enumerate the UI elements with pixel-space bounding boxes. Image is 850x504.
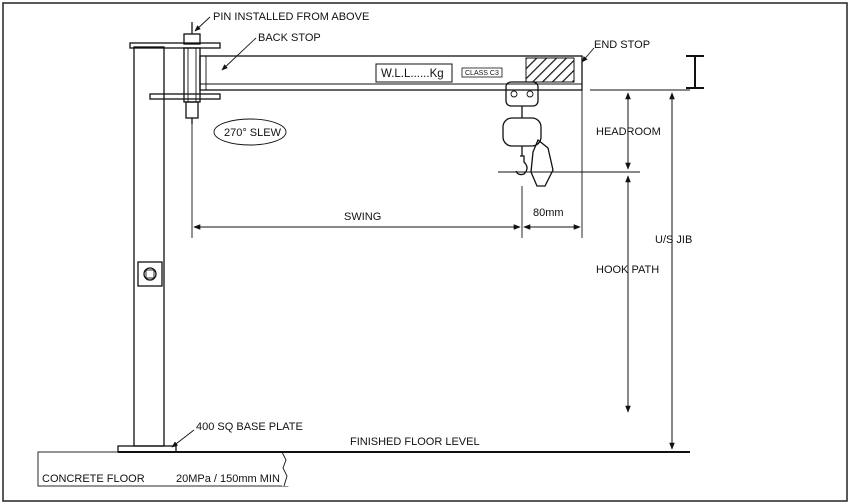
hoist-trolley xyxy=(502,81,554,187)
i-beam-section-icon xyxy=(686,55,704,89)
class-label: CLASS C3 xyxy=(465,70,499,77)
concrete-label: CONCRETE FLOOR xyxy=(42,473,145,485)
end-stop-leader xyxy=(581,47,595,63)
floor-level-label: FINISHED FLOOR LEVEL xyxy=(350,436,480,448)
slew-label: 270° SLEW xyxy=(224,127,282,139)
base-plate-label: 400 SQ BASE PLATE xyxy=(196,421,303,433)
wll-label: W.L.L......Kg xyxy=(381,68,444,80)
pin-leader xyxy=(194,16,211,32)
headroom-label: HEADROOM xyxy=(596,126,661,138)
wll-box xyxy=(375,63,453,83)
class-box xyxy=(461,67,503,78)
end-stop-label: END STOP xyxy=(594,39,650,51)
swing-label: SWING xyxy=(344,211,381,223)
hoist-motor xyxy=(530,138,554,187)
pivot-pin xyxy=(149,22,221,124)
column xyxy=(133,46,165,447)
hook-path-label: HOOK PATH xyxy=(596,264,659,276)
base-plate-leader xyxy=(171,429,195,448)
concrete-spec-label: 20MPa / 150mm MIN xyxy=(176,473,280,485)
back-stop-leader xyxy=(221,37,257,71)
jib-arm xyxy=(199,55,583,91)
pin-label: PIN INSTALLED FROM ABOVE xyxy=(213,11,369,23)
hoist-body xyxy=(502,117,542,147)
us-jib-label: U/S JIB xyxy=(655,234,692,246)
column-junction-box xyxy=(137,261,163,287)
back-stop-label: BACK STOP xyxy=(258,32,321,44)
top-plate xyxy=(129,42,221,49)
slew-ellipse xyxy=(213,118,287,146)
junction-box-circle xyxy=(143,267,157,281)
end-stop-hatch xyxy=(525,57,575,83)
hook xyxy=(515,155,528,176)
offset-label: 80mm xyxy=(533,207,564,219)
